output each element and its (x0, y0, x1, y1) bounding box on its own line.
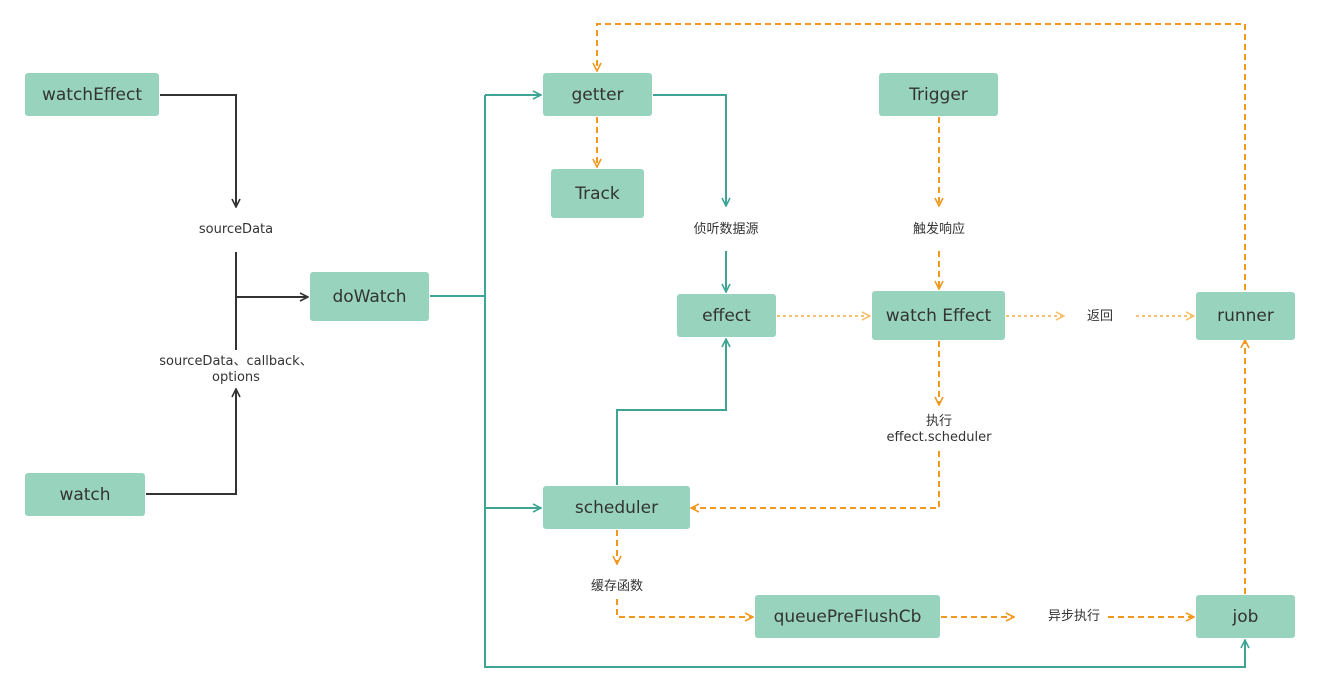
label-exec-line1: 执行 (925, 414, 952, 429)
label-args: sourceData、callback、 options (146, 354, 326, 386)
node-dowatch: doWatch (310, 272, 429, 321)
node-getter: getter (543, 73, 652, 116)
label-return: 返回 (1086, 309, 1113, 324)
label-sourcedata: sourceData (198, 222, 274, 237)
edge-watch-args (146, 389, 236, 495)
node-watch: watch (25, 473, 145, 516)
edge-getter-listen (653, 94, 726, 206)
label-listen-source: 侦听数据源 (693, 222, 759, 237)
label-args-line1: sourceData、callback、 (159, 354, 313, 369)
node-watch-effect: watch Effect (872, 291, 1005, 340)
edge-scheduler-effect (616, 339, 726, 485)
node-track: Track (551, 169, 644, 218)
node-trigger: Trigger (879, 73, 998, 116)
label-cache-fn: 缓存函数 (590, 579, 643, 594)
label-exec-scheduler: 执行 effect.scheduler (869, 414, 1009, 446)
label-args-line2: options (212, 370, 260, 385)
label-exec-line2: effect.scheduler (886, 430, 992, 445)
label-trigger-response: 触发响应 (912, 222, 965, 237)
node-runner: runner (1196, 292, 1295, 340)
edge-runner-getter (597, 23, 1246, 290)
edge-watcheffect-sourcedata (160, 94, 236, 207)
node-queuepreflushcb: queuePreFlushCb (755, 595, 940, 638)
edge-trunk-getter (484, 95, 1245, 668)
node-job: job (1196, 595, 1295, 638)
node-watcheffect: watchEffect (25, 73, 159, 116)
node-scheduler: scheduler (543, 486, 690, 529)
node-effect: effect (677, 294, 776, 337)
edge-exec-scheduler (691, 451, 940, 508)
label-async-exec: 异步执行 (1047, 609, 1100, 624)
edge-cache-queue (616, 599, 753, 617)
